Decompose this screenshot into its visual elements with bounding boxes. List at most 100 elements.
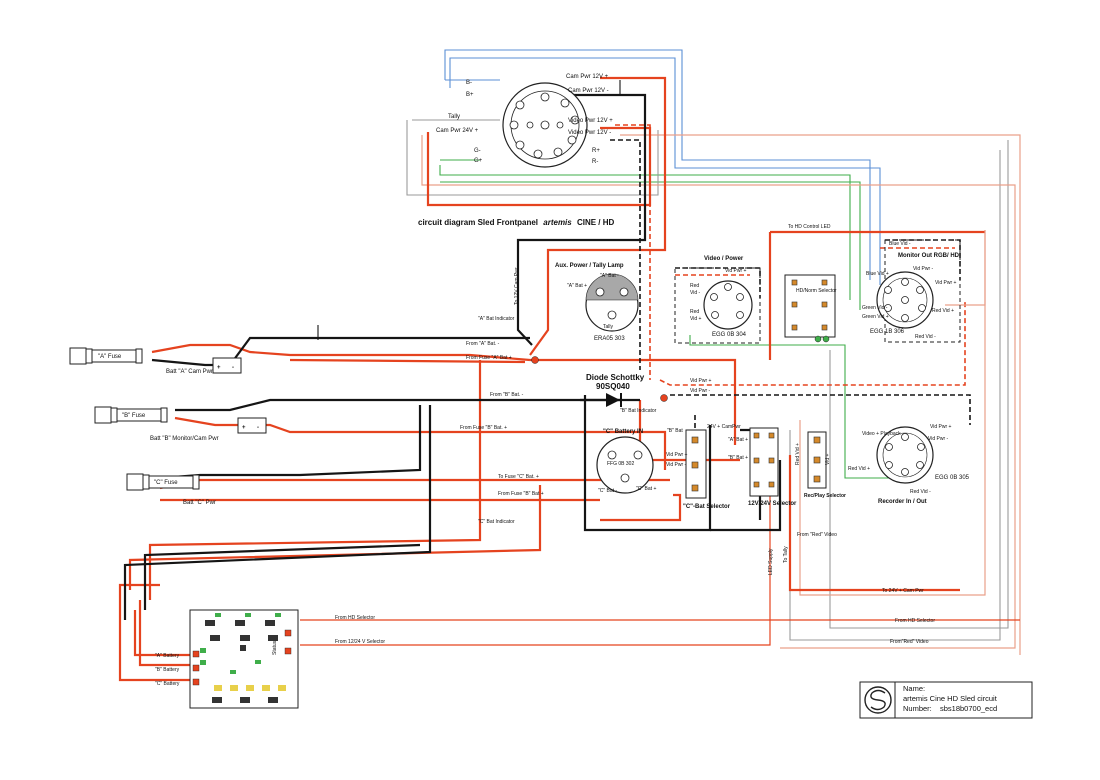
cbs-b-bat: "B" Bat (667, 428, 683, 434)
fuse-b: "B" Fuse (94, 406, 168, 424)
label-from-fuse-b: From Fuse "B" Bat. + (460, 425, 507, 431)
c-bat-selector-title: "C"-Bat Selector (683, 504, 731, 510)
video-power-connector: Video / Power Red Vid - Red Vid + Vid Pw… (674, 256, 761, 344)
mo-red-vid-minus: Red Vid - (915, 334, 936, 340)
label-to-tally: To Tally (783, 546, 789, 563)
label-vid-pwr-plus: Vid Pwr + (690, 378, 712, 384)
label-from-hd-selector: From HD Selector (335, 615, 375, 621)
wiring (118, 49, 1021, 682)
battery-a-label: Batt "A" Cam Pwr (166, 369, 213, 375)
monitor-out-title: Monitor Out RGB/ HD (898, 253, 960, 259)
hdnorm-selector: To HD Control LED HD/Norm Selector (784, 224, 837, 343)
aux-lamp-abat-plus: "A" Bat + (567, 283, 587, 289)
label-b-bat-indicator: "B" Bat Indicator (620, 408, 657, 414)
label-led-supply: LED Supply (768, 548, 774, 575)
title-suffix: CINE / HD (577, 218, 615, 227)
title-prefix: circuit diagram Sled Frontpanel (418, 218, 538, 227)
selector-12v-24v: "A" Bat + "B" Bat + 12V/24V Selector (728, 427, 797, 507)
hdnorm-title: HD/Norm Selector (796, 288, 837, 294)
c-battery-plus: "C" Bat + (636, 486, 656, 492)
recplay-selector: Red Vid + Vid + Rec/Play Selector (795, 431, 846, 499)
label-from-fuse-b2: From Fuse "B" Bat + (498, 491, 544, 497)
recplay-red-vid: Red Vid + (795, 443, 801, 465)
c-bat-selector: "B" Bat Vid Pwr + Vid Pwr - 24V + CamPwr… (666, 424, 741, 510)
conn-label-r-minus: R- (592, 159, 598, 165)
conn-label-campwr12-minus: Cam Pwr 12V - (568, 88, 609, 94)
aux-lamp-tally: Tally (603, 324, 614, 330)
mo-red-vid-plus: Red Vid + (932, 308, 954, 314)
title-block-name: artemis Cine HD Sled circuit (903, 694, 998, 703)
c-battery-part: FFG 0B 302 (607, 461, 634, 467)
conn-label-g-minus: G- (474, 148, 481, 154)
conn-label-vidpwr-plus: Video Pwr 12V + (568, 118, 613, 124)
vp-vid-minus: Vid - (690, 290, 701, 296)
conn-label-campwr24: Cam Pwr 24V + (436, 128, 479, 134)
monitor-out-part: EGG 1B 306 (870, 329, 905, 335)
cbs-vid-pwr-minus: Vid Pwr - (666, 462, 687, 468)
recorder-title: Recorder In / Out (878, 499, 927, 505)
mo-blue-vid-minus: Blue Vid - (889, 241, 911, 247)
label-from-fuse-a: From Fuse "A" Bat + (466, 355, 512, 361)
battery-b-plus: + (242, 425, 246, 431)
title-block-name-label: Name: (903, 684, 925, 693)
battery-b-minus: - (257, 425, 259, 431)
label-to-fuse-c: To Fuse "C" Bat. + (498, 474, 539, 480)
rec-vid-pwr-minus: Vid Pwr - (928, 436, 949, 442)
vp-vidpwr-plus: Vid Pwr + (725, 268, 747, 274)
fuse-a-label: "A" Fuse (98, 354, 122, 360)
battery-b-label: Batt "B" Monitor/Cam Pwr (150, 436, 219, 442)
company-logo-icon (864, 686, 892, 714)
board-a-battery: "A" Battery (155, 653, 180, 659)
diagram-title: circuit diagram Sled Frontpanel artemis … (418, 218, 615, 227)
rec-red-vid-minus: Red Vid - (910, 489, 931, 495)
label-a-bat-indicator: "A" Bat Indicator (478, 316, 515, 322)
c-battery-minus: "C" Bat - (598, 488, 617, 494)
mo-vidpwr-plus: Vid Pwr + (935, 280, 957, 286)
indicator-led-a (531, 356, 539, 364)
mo-vidpwr-minus: Vid Pwr - (913, 266, 934, 272)
diode-part: 90SQ040 (596, 382, 630, 391)
sel1224-a-bat: "A" Bat + (728, 437, 748, 443)
fuse-a: "A" Fuse (69, 347, 143, 365)
board-b-battery: "B" Battery (155, 667, 180, 673)
title-block-number-label: Number: (903, 704, 932, 713)
conn-label-tally: Tally (448, 114, 460, 120)
label-from-1224: From 12/24 V Selector (335, 639, 385, 645)
indicator-led-b (660, 394, 668, 402)
cbs-24v-campwr: 24V + CamPwr (707, 424, 741, 430)
recorder-part: EGG 0B 305 (935, 475, 970, 481)
schottky-diode: Diode Schottky 90SQ040 (586, 373, 645, 407)
label-c-bat-indicator: "C" Bat Indicator (478, 519, 515, 525)
selector-1224-title: 12V/24V Selector (748, 501, 797, 507)
title-brand: artemis (543, 218, 572, 227)
rec-video-playback: Video + Playback (862, 431, 901, 437)
battery-a-terminal: + - Batt "A" Cam Pwr (166, 357, 242, 375)
label-from-red-video-bottom: From"Red" Video (890, 639, 929, 645)
aux-tally-lamp: Aux. Power / Tally Lamp "A" Bat - "A" Ba… (555, 263, 639, 342)
battery-b-terminal: + - Batt "B" Monitor/Cam Pwr (150, 417, 267, 442)
fuse-c: "C" Fuse Batt "C" Pwr (126, 473, 216, 506)
sel1224-b-bat: "B" Bat + (728, 455, 748, 461)
cbs-vid-pwr-plus: Vid Pwr + (666, 452, 688, 458)
label-from-red-video: From "Red" Video (797, 532, 837, 538)
vp-red-1: Red (690, 283, 699, 289)
conn-label-b-minus: B- (466, 80, 472, 86)
c-battery-connector: "C" Battery IN FFG 0B 302 "C" Bat - "C" … (596, 429, 656, 494)
hdnorm-top-label: To HD Control LED (788, 224, 831, 230)
rec-red-vid-plus: Red Vid + (848, 466, 870, 472)
fuse-c-label: "C" Fuse (154, 480, 178, 486)
battery-a-minus: - (232, 365, 234, 371)
conn-label-b-plus: B+ (466, 92, 474, 98)
label-from-hd-selector-right: From HD Selector (895, 618, 935, 624)
mo-green-vid-minus: Green Vid - (862, 305, 888, 311)
rec-vid-pwr-plus: Vid Pwr + (930, 424, 952, 430)
vp-vid-plus: Vid + (690, 316, 702, 322)
recplay-vid-plus: Vid + (825, 453, 831, 465)
recorder-connector: Video + Playback Vid Pwr + Vid Pwr - Red… (848, 424, 970, 505)
svg-text:circuit diagram Sled Frontpan: circuit diagram Sled Frontpanel artemis … (418, 218, 615, 227)
video-power-title: Video / Power (704, 256, 744, 262)
aux-lamp-title: Aux. Power / Tally Lamp (555, 263, 624, 269)
label-from-b-bat-minus: From "B" Bat. - (490, 392, 524, 398)
conn-label-campwr12-plus: Cam Pwr 12V + (566, 74, 609, 80)
monitor-out-connector: Monitor Out RGB/ HD Blue Vid - Blue Vid … (862, 239, 961, 343)
